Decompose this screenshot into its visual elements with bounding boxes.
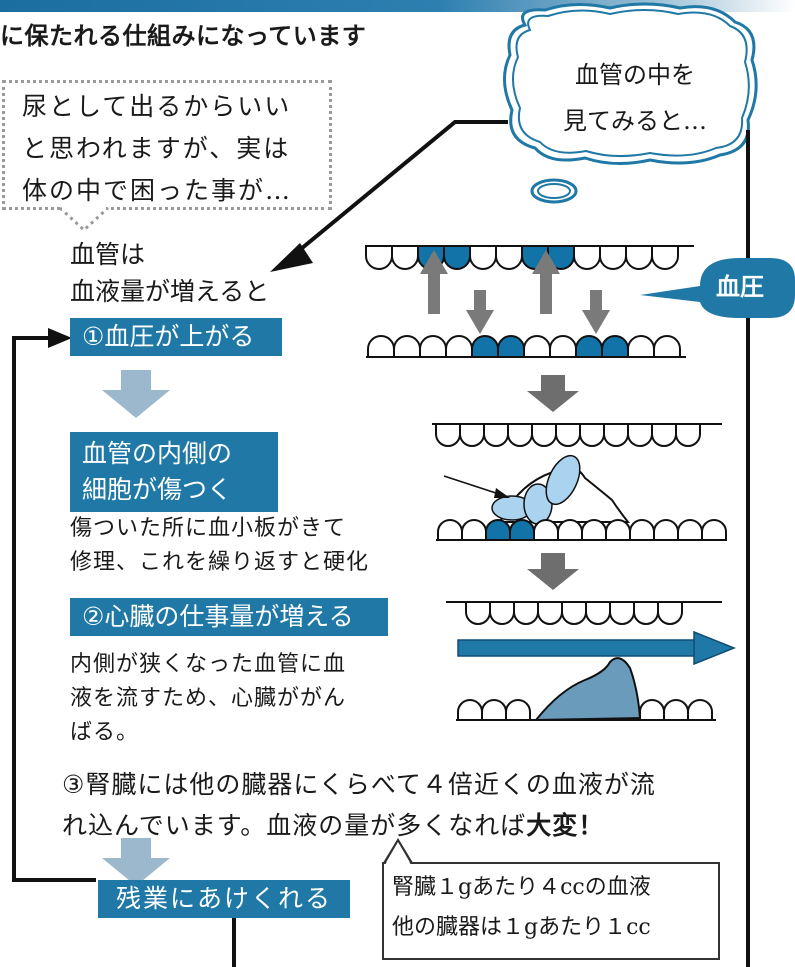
heart-note: 内側が狭くなった血管に血 液を流すため、心臓ががん ばる。 — [70, 648, 346, 750]
damage-label: 血管の内側の 細胞が傷つく — [70, 432, 278, 512]
vessel3-lower-wall — [456, 657, 716, 722]
gray-down-arrow-1 — [527, 375, 579, 412]
worry-line-2: と思われますが、実は — [22, 134, 291, 163]
worry-line-1: 尿として出るからいい — [22, 92, 292, 121]
vessel-upper-wall — [365, 245, 694, 270]
overtime-label: 残業にあけくれる — [98, 880, 350, 918]
callout-line-2: 他の臓器は１gあたり１cc — [392, 915, 651, 940]
heart-note-line-1: 内側が狭くなった血管に血 — [70, 652, 347, 677]
heart-note-line-2: 液を流すため、心臓ががん — [70, 686, 347, 711]
damaged-vessel-plaque — [443, 454, 631, 525]
step3-emphasis: 大変！ — [526, 811, 605, 840]
heart-note-line-3: ばる。 — [70, 720, 140, 745]
thought-bubble-icon — [503, 2, 758, 204]
intro-text: 血管は 血液量が増えると — [70, 236, 269, 310]
connector-line — [288, 120, 508, 260]
worry-text: 尿として出るからいい と思われますが、実は 体の中で困った事が… — [22, 86, 332, 212]
damage-line-1: 血管の内側の — [82, 439, 233, 468]
down-arrow-2 — [102, 838, 170, 886]
thought-line-2: 見てみると… — [563, 107, 707, 135]
step3-line-2-prefix: れ込んでいます。血液の量が多くなれば — [62, 811, 527, 840]
feedback-loop-line — [12, 336, 96, 882]
vessel-lower-wall — [366, 335, 686, 358]
damage-note-line-1: 傷ついた所に血小板がきて — [70, 516, 347, 541]
connector-arrowhead — [270, 243, 313, 272]
thought-line-1: 血管の中を — [575, 61, 695, 89]
damage-note: 傷ついた所に血小板がきて 修理、これを繰り返すと硬化 — [70, 512, 369, 580]
damage-note-line-2: 修理、これを繰り返すと硬化 — [70, 550, 370, 575]
feedback-arrowhead — [48, 328, 72, 348]
worry-line-3: 体の中で困った事が… — [22, 176, 293, 205]
pressure-tag: 血圧 — [716, 273, 764, 301]
vessel3-upper-wall — [446, 601, 722, 625]
gray-down-arrow-2 — [527, 553, 579, 590]
kidney-callout-text: 腎臓１gあたり４ccの血液 他の臓器は１gあたり１cc — [392, 868, 722, 948]
section-heading: に保たれる仕組みになっています — [0, 22, 367, 50]
step1-label: ①血圧が上がる — [70, 318, 282, 356]
step2-label: ②心臓の仕事量が増える — [70, 598, 388, 636]
pressure-arrows — [420, 250, 610, 334]
intro-line-1: 血管は — [70, 240, 146, 269]
thought-text: 血管の中を 見てみると… — [540, 52, 730, 144]
vessel2-upper-wall — [432, 423, 722, 447]
damage-line-2: 細胞が傷つく — [82, 475, 233, 504]
step3-text: ③腎臓には他の臓器にくらべて４倍近くの血液が流 れ込んでいます。血液の量が多くな… — [62, 764, 762, 846]
kidney-callout-box — [382, 862, 720, 960]
intro-line-2: 血液量が増えると — [70, 277, 270, 306]
pressure-tag-bubble — [640, 258, 795, 318]
callout-line-1: 腎臓１gあたり４ccの血液 — [392, 875, 651, 900]
blood-flow-arrow — [457, 630, 737, 666]
step3-line-2: れ込んでいます。血液の量が多くなれば大変！ — [62, 805, 762, 846]
step3-line-1: ③腎臓には他の臓器にくらべて４倍近くの血液が流 — [62, 770, 656, 799]
vessel2-lower-wall — [436, 519, 727, 541]
worry-box — [2, 80, 332, 210]
down-arrow-1 — [102, 370, 170, 418]
